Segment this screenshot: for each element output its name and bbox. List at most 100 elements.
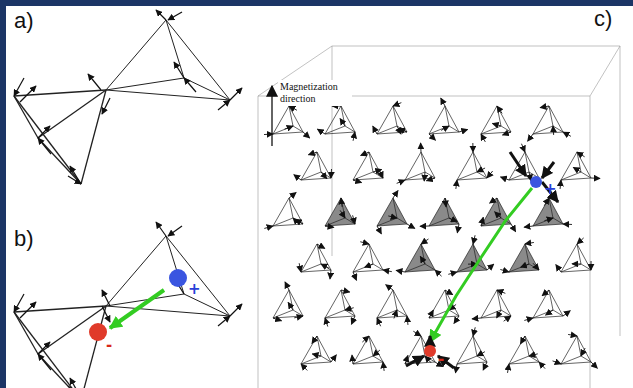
charge-sign: -: [438, 352, 444, 367]
spin-arrow: [553, 126, 555, 135]
spin-arrow: [481, 217, 483, 226]
bond-line: [509, 336, 525, 364]
bond-line: [341, 106, 345, 126]
bond-line: [273, 106, 289, 134]
bond-line: [377, 106, 393, 134]
spin-arrow: [38, 342, 50, 354]
spin-arrow: [340, 118, 345, 126]
spin-arrow: [102, 98, 110, 114]
bond-line: [341, 198, 355, 224]
bond-line: [289, 290, 303, 316]
spin-arrow: [521, 144, 525, 152]
bond-line: [369, 244, 373, 264]
spin-arrow: [321, 172, 327, 179]
bond-line: [325, 126, 345, 134]
panel-label: a): [14, 10, 34, 32]
spin-arrow: [317, 244, 325, 248]
spin-arrow: [542, 290, 549, 296]
spin-arrow: [445, 290, 453, 295]
bond-line: [81, 306, 106, 388]
bond-line: [421, 152, 435, 178]
spin-arrow: [407, 224, 415, 228]
spin-arrow: [168, 12, 182, 20]
bond-line: [549, 290, 553, 310]
spin-arrow: [556, 265, 561, 272]
spin-arrow: [528, 134, 533, 141]
bond-line: [457, 172, 477, 180]
bond-line: [301, 152, 317, 180]
bond-line: [301, 244, 317, 272]
spin-arrow: [341, 198, 342, 207]
bond-line: [533, 126, 553, 134]
spin-arrow: [477, 168, 485, 172]
spin-arrow: [511, 224, 516, 232]
bond-line: [332, 46, 620, 47]
spin-arrow: [102, 306, 110, 322]
spin-arrow: [289, 106, 297, 110]
spin-arrow: [365, 264, 373, 267]
bond-line: [445, 106, 449, 126]
spin-arrow: [174, 62, 184, 78]
bond-line: [549, 198, 553, 218]
spin-arrow: [379, 170, 383, 178]
spin-arrow: [497, 290, 505, 293]
bond-line: [473, 152, 487, 178]
spin-arrow: [544, 218, 553, 221]
bond-line: [369, 336, 383, 362]
shaded-face: [377, 198, 407, 226]
spin-arrow: [303, 132, 310, 138]
spin-arrow: [504, 316, 511, 321]
spin-arrow: [449, 218, 457, 222]
bond-line: [166, 236, 230, 316]
spin-arrow: [353, 272, 357, 280]
lattice-drawing: [14, 10, 620, 388]
bond-line: [14, 306, 106, 312]
bond-line: [577, 244, 591, 270]
spin-arrow: [533, 263, 539, 270]
spin-arrow: [321, 264, 329, 268]
bond-line: [481, 106, 497, 134]
spin-arrow: [421, 239, 428, 244]
bond-line: [369, 152, 383, 178]
bond-line: [317, 336, 321, 356]
spin-arrow: [591, 178, 600, 179]
bond-line: [369, 244, 383, 270]
bond-line: [184, 78, 230, 100]
spin-arrow: [497, 106, 502, 113]
spin-arrow: [407, 316, 409, 325]
bond-line: [457, 152, 473, 180]
shaded-face: [509, 244, 539, 272]
spin-arrow: [501, 177, 509, 180]
spin-ice-illustration: [6, 6, 633, 388]
spin-arrow: [383, 270, 392, 272]
spin-arrow: [271, 86, 272, 146]
charge-sign: +: [188, 282, 201, 297]
shaded-face: [405, 244, 435, 272]
bond-line: [445, 106, 459, 132]
spin-arrow: [388, 216, 397, 218]
bond-line: [533, 198, 549, 226]
bond-line: [325, 106, 341, 134]
bond-line: [317, 152, 331, 178]
bond-line: [353, 152, 369, 180]
bond-line: [481, 218, 501, 226]
bond-line: [473, 152, 477, 172]
bond-line: [525, 244, 539, 270]
spin-arrow: [457, 224, 459, 233]
bond-line: [533, 310, 553, 318]
bond-line: [353, 264, 373, 272]
bond-line: [497, 198, 511, 224]
spin-arrow: [495, 212, 501, 218]
bond-line: [369, 152, 373, 172]
spin-arrow: [456, 364, 457, 373]
spin-arrow: [500, 269, 509, 272]
spin-arrow: [420, 256, 425, 264]
bond-line: [561, 356, 581, 364]
spin-arrow: [487, 171, 493, 178]
spin-arrow: [331, 355, 336, 362]
spin-arrow: [591, 362, 597, 368]
spin-arrow: [218, 316, 230, 326]
bond-line: [525, 336, 529, 356]
bond-line: [184, 294, 230, 316]
axis-label: Magnetization direction: [278, 80, 352, 106]
